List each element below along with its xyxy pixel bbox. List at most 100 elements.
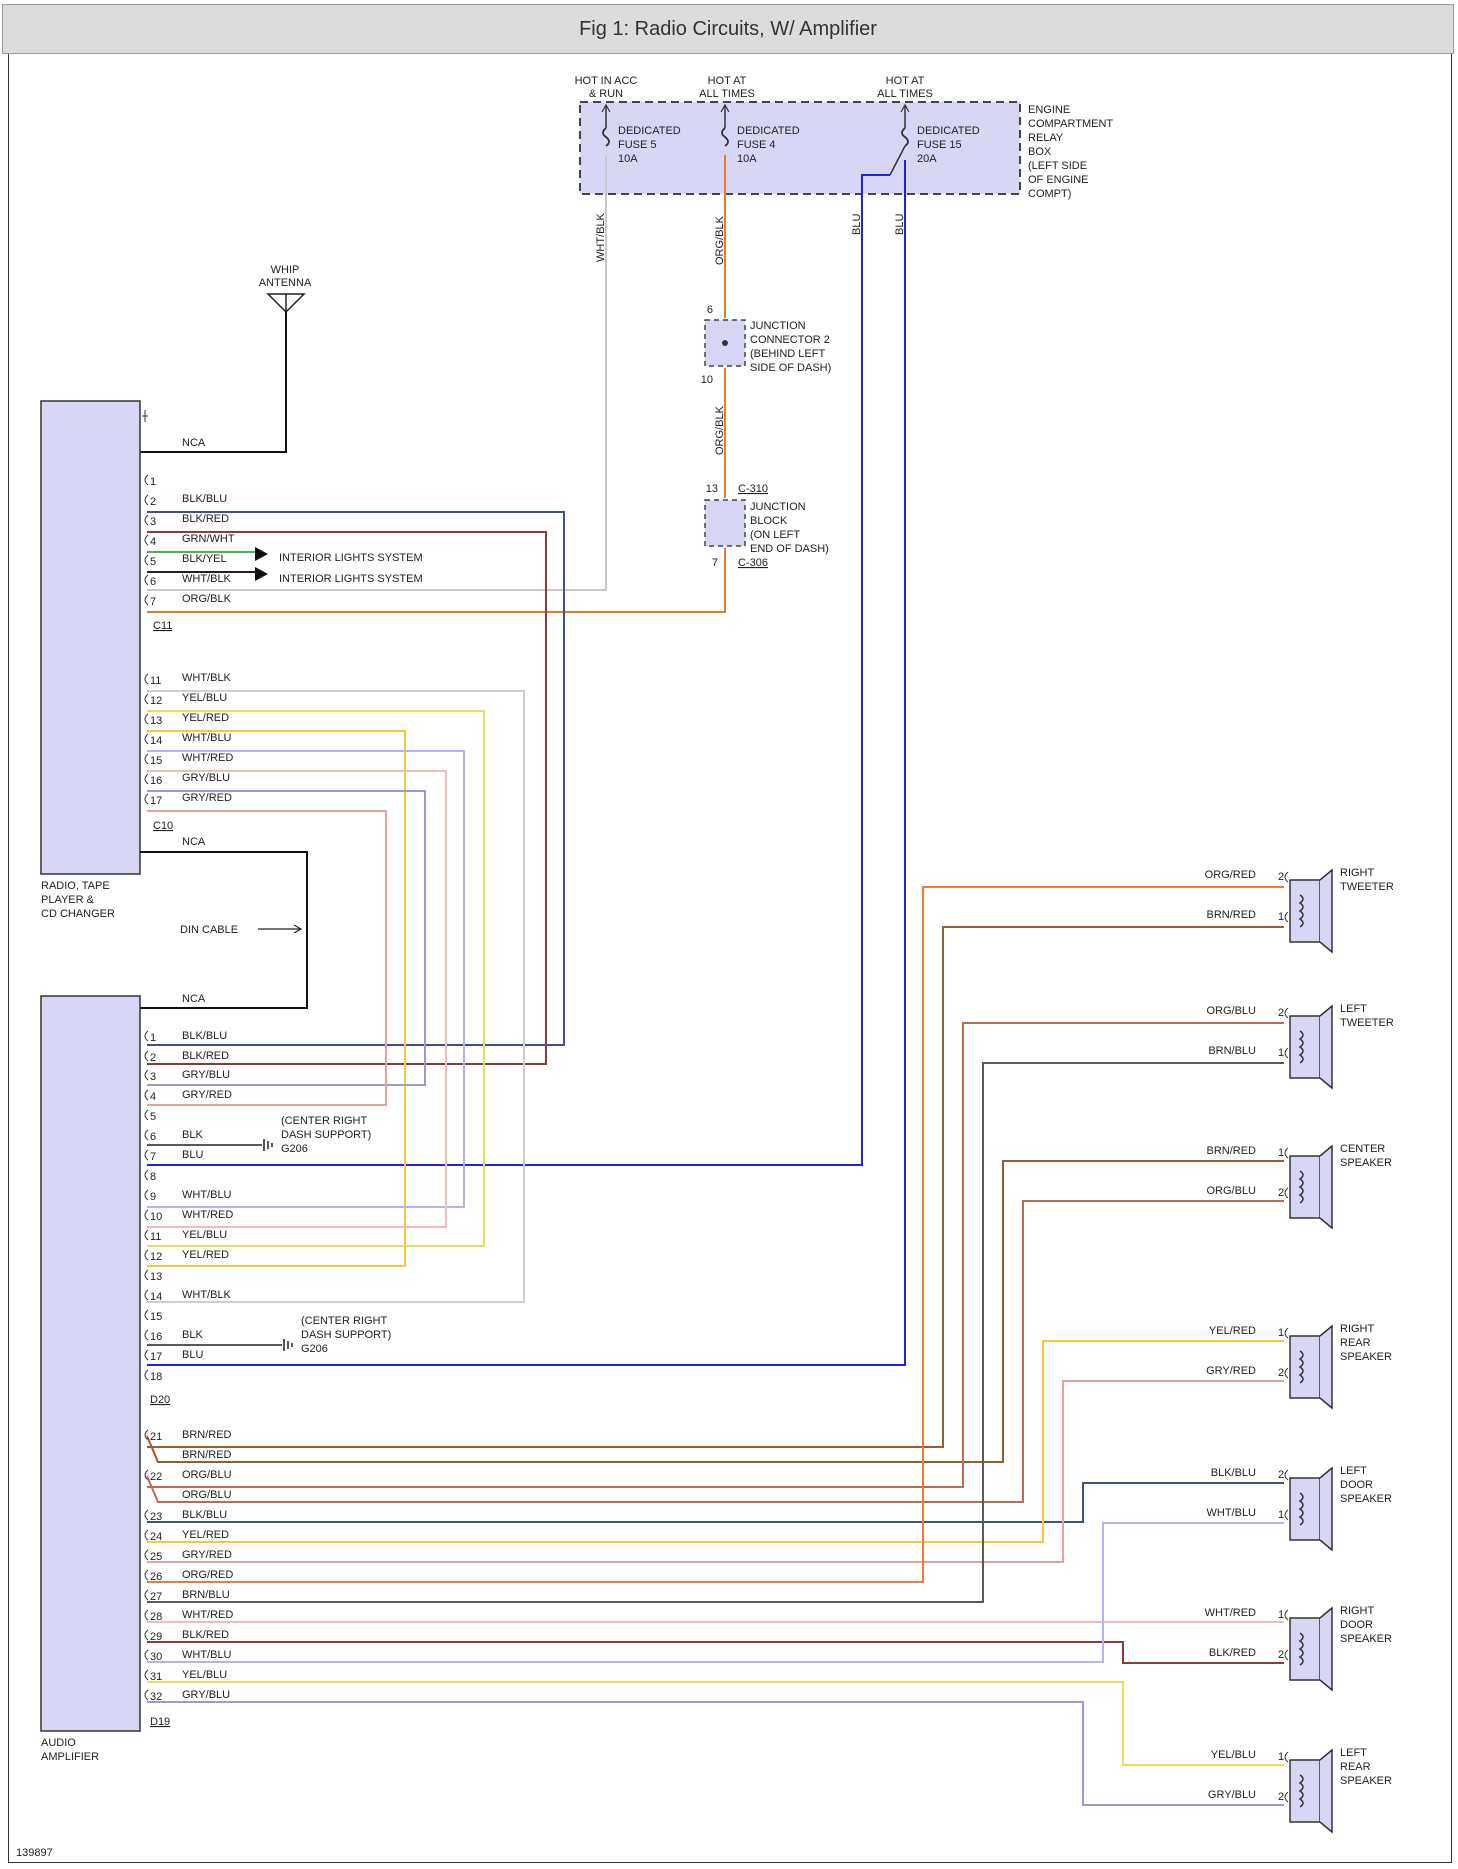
- label-wht-blk-vertical: WHT/BLK: [595, 212, 607, 262]
- d20-pin-6-mark: [144, 1129, 149, 1141]
- speaker-0-wire-0-pin: 2: [1278, 871, 1284, 883]
- d20-pin-2-wire-label: BLK/RED: [182, 1050, 229, 1062]
- c11-pin-3-number: 3: [150, 516, 156, 528]
- radio-label-line-2: CD CHANGER: [41, 908, 115, 920]
- speaker-6-coil-icon: [1298, 1774, 1304, 1808]
- d20-pin-13-mark: [144, 1269, 149, 1281]
- label-blu-vertical-2: BLU: [894, 214, 906, 235]
- ground-g206-1-icon: [263, 1139, 273, 1151]
- ground-1-label-line-1: DASH SUPPORT): [281, 1129, 371, 1141]
- d20-pin-18-mark: [144, 1369, 149, 1381]
- c10-pin-16-number: 16: [150, 775, 162, 787]
- d19-pin-31-mark: [144, 1669, 149, 1681]
- speaker-1-wire-0-pin: 2: [1278, 1007, 1284, 1019]
- junction-block-label-line-2: (ON LEFT: [750, 529, 800, 541]
- d20-pin-10-mark: [144, 1209, 149, 1221]
- d19-pin-27-number: 27: [150, 1591, 162, 1603]
- c10-pin-14-number: 14: [150, 735, 162, 747]
- figure-number: 139897: [16, 1847, 53, 1859]
- d20-pin-10-wire-label: WHT/RED: [182, 1209, 233, 1221]
- label-org-blk-vertical-2: ORG/BLK: [714, 405, 726, 455]
- speaker-5-box: [1289, 1617, 1321, 1681]
- d19-wire-label-5: YEL/RED: [182, 1529, 229, 1541]
- d20-pin-1-number: 1: [150, 1032, 156, 1044]
- c11-pin-4-wire-label: GRN/WHT: [182, 533, 235, 545]
- speaker-5-wire-0-mark: [1284, 1609, 1289, 1621]
- wire-gry-blu-radio-amp: [147, 790, 426, 1086]
- speaker-3-name-line-0: RIGHT: [1340, 1323, 1375, 1335]
- fuse-2-label-line-1: FUSE 15: [917, 139, 962, 151]
- speaker-2-wire-1-mark: [1284, 1187, 1289, 1199]
- d19-wire-label-6: GRY/RED: [182, 1549, 232, 1561]
- junction-connector-pin-10: 10: [701, 374, 713, 386]
- speaker-2-name-line-1: SPEAKER: [1340, 1157, 1392, 1169]
- radio-label-line-0: RADIO, TAPE: [41, 880, 110, 892]
- speaker-6-name-line-2: SPEAKER: [1340, 1775, 1392, 1787]
- hot-label-2-bottom: ALL TIMES: [877, 88, 933, 100]
- junction-connector-label-line-0: JUNCTION: [750, 320, 806, 332]
- din-cable-label: DIN CABLE: [180, 924, 238, 936]
- d20-pin-1-wire-label: BLK/BLU: [182, 1030, 227, 1042]
- d20-pin-6-number: 6: [150, 1131, 156, 1143]
- c10-pin-17-wire-label: GRY/RED: [182, 792, 232, 804]
- d20-pin-1-mark: [144, 1030, 149, 1042]
- speaker-3-wire-0-pin: 1: [1278, 1327, 1284, 1339]
- d20-pin-7-wire-label: BLU: [182, 1149, 203, 1161]
- speaker-4-wire-1-pin: 1: [1278, 1509, 1284, 1521]
- c10-pin-12-number: 12: [150, 695, 162, 707]
- d20-pin-14-wire-label: WHT/BLK: [182, 1289, 232, 1301]
- d20-pin-8-mark: [144, 1169, 149, 1181]
- c10-pin-17-number: 17: [150, 795, 162, 807]
- relay-box-label-line-3: BOX: [1028, 146, 1052, 158]
- wire-org-red-right-tweeter: [147, 886, 1284, 1583]
- radio-ground-icon: [142, 410, 148, 422]
- speaker-2-wire-1-label: ORG/BLU: [1206, 1185, 1256, 1197]
- interior-lights-label-1: INTERIOR LIGHTS SYSTEM: [279, 552, 423, 564]
- wire-blk-red-right-door: [147, 1641, 1284, 1664]
- junction-block-pin-13: 13: [706, 483, 718, 495]
- c10-pin-11-mark: [144, 673, 149, 685]
- d19-pin-32-number: 32: [150, 1691, 162, 1703]
- ground-2-label-line-1: DASH SUPPORT): [301, 1329, 391, 1341]
- speaker-6-wire-1-pin: 2: [1278, 1791, 1284, 1803]
- wire-brn-red-right-tweeter: [147, 926, 1284, 1448]
- amplifier-box: [40, 995, 141, 1732]
- junction-connector-pin-6: 6: [707, 304, 713, 316]
- c11-pin-1-mark: [144, 474, 149, 486]
- antenna-icon: [266, 293, 306, 314]
- wire-blk-red-radio-amp: [147, 531, 547, 1065]
- c10-pin-14-wire-label: WHT/BLU: [182, 732, 232, 744]
- d20-pin-2-number: 2: [150, 1052, 156, 1064]
- fuse-0-label-line-2: 10A: [618, 153, 638, 165]
- connector-c10: C10: [153, 820, 173, 832]
- speaker-4-wire-1-mark: [1284, 1509, 1289, 1521]
- relay-box: [579, 101, 1021, 195]
- d19-wire-label-7: ORG/RED: [182, 1569, 233, 1581]
- wire-org-blu-left-tweeter: [147, 1022, 1284, 1488]
- speaker-5-name-line-2: SPEAKER: [1340, 1633, 1392, 1645]
- c10-pin-14-mark: [144, 733, 149, 745]
- d20-pin-12-wire-label: YEL/RED: [182, 1249, 229, 1261]
- hot-label-1-top: HOT AT: [708, 75, 747, 87]
- junction-block-label-line-1: BLOCK: [750, 515, 788, 527]
- wire-yel-blu-radio-amp: [147, 710, 485, 1247]
- d19-wire-label-3: ORG/BLU: [182, 1489, 232, 1501]
- speaker-5-wire-1-pin: 2: [1278, 1649, 1284, 1661]
- fuse-2-icon: [901, 127, 909, 147]
- speaker-1-name-line-0: LEFT: [1340, 1003, 1367, 1015]
- c11-pin-2-mark: [144, 494, 149, 506]
- wire-wht-blu-left-door: [147, 1522, 1284, 1663]
- d19-pin-30-number: 30: [150, 1651, 162, 1663]
- d19-pin-30-mark: [144, 1649, 149, 1661]
- wire-wht-blk-radio-pin6: [147, 155, 607, 591]
- d20-pin-4-mark: [144, 1089, 149, 1101]
- c11-pin-7-mark: [144, 594, 149, 606]
- fuse-1-label-line-1: FUSE 4: [737, 139, 776, 151]
- wire-org-blk-radio-pin7: [147, 548, 726, 613]
- d19-pin-26-mark: [144, 1569, 149, 1581]
- d20-pin-9-mark: [144, 1189, 149, 1201]
- radio-box: [40, 400, 141, 875]
- d20-pin-8-number: 8: [150, 1171, 156, 1183]
- wire-antenna-nca: [140, 312, 287, 453]
- speaker-2-wire-0-pin: 1: [1278, 1147, 1284, 1159]
